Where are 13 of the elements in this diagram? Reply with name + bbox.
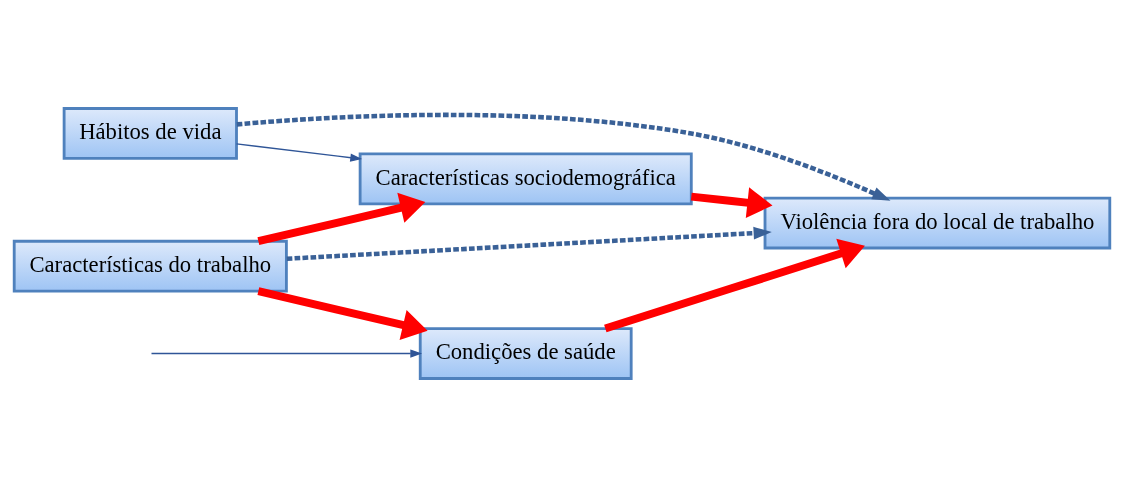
node-box: Características sociodemográfica	[358, 152, 693, 205]
arrow	[235, 142, 363, 162]
arrow	[236, 112, 891, 201]
arrow	[604, 238, 865, 332]
arrow	[150, 348, 423, 358]
node-box: Características do trabalho	[12, 239, 288, 293]
node-box: Hábitos de vida	[62, 106, 238, 160]
arrow	[257, 286, 428, 340]
node-box: Condições de saúde	[418, 326, 633, 380]
arrow	[257, 192, 426, 245]
arrow	[690, 186, 773, 218]
node-box: Violência fora do local de trabalho	[763, 196, 1112, 249]
arrow	[286, 226, 772, 261]
